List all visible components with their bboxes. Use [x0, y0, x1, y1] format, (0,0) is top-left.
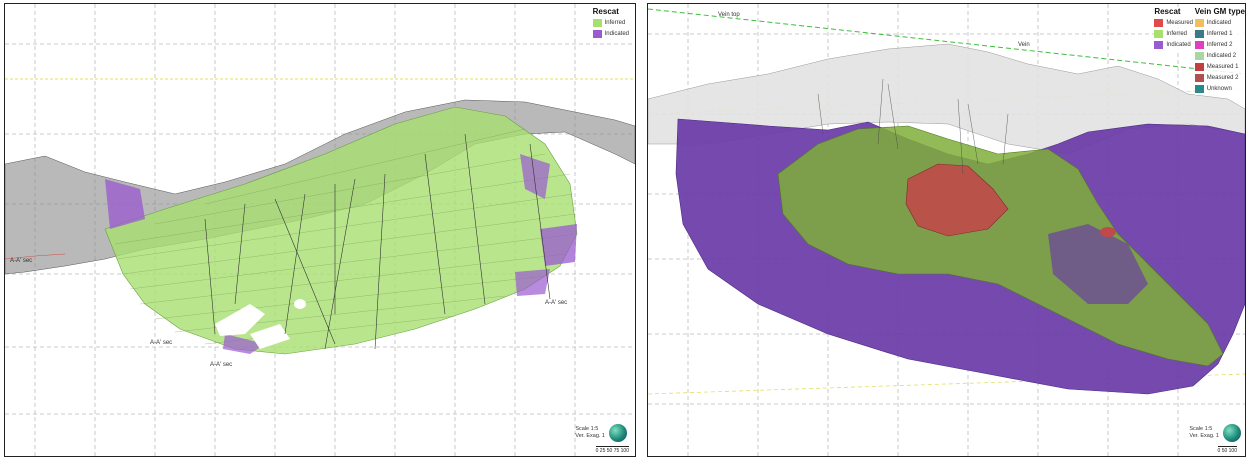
- terrain-surface: [648, 43, 1245, 155]
- legend-title: Rescat: [592, 7, 619, 16]
- legend-swatch: [592, 19, 602, 27]
- drillhole-label-4: A-A' sec: [10, 258, 32, 264]
- legend-label: Indicated: [1206, 20, 1232, 26]
- legend-label: Indicated: [1166, 42, 1191, 48]
- legend-item: Measured: [1154, 18, 1193, 28]
- void-2: [250, 324, 290, 349]
- drillhole-label-2: A-A' sec: [210, 362, 232, 368]
- legend-swatch: [1154, 30, 1164, 38]
- legend-item: Unknown: [1194, 84, 1245, 94]
- legend-label: Measured 1: [1206, 64, 1239, 70]
- legend-swatch: [1154, 41, 1164, 49]
- inferred-orebody: [104, 106, 578, 355]
- left-3d-viewport[interactable]: A-A' sec A-A' sec A-A' sec A-A' sec Resc…: [4, 3, 636, 457]
- orientation-globe-icon[interactable]: [1223, 424, 1241, 442]
- legend-label: Inferred: [604, 20, 626, 26]
- legend-swatch: [1194, 30, 1204, 38]
- scale-line-2: Ver. Exag. 1: [1189, 433, 1219, 439]
- drillholes: [817, 78, 1009, 175]
- legend-item: Indicated: [592, 29, 629, 39]
- legend-label: Unknown: [1206, 86, 1232, 92]
- vein-top-line: [648, 8, 1245, 75]
- legend-label: Inferred 1: [1206, 31, 1233, 37]
- inferred-body: [777, 125, 1224, 367]
- vein-legend: Vein GM type Indicated Inferred 1 Inferr…: [1194, 7, 1245, 95]
- void-3: [294, 299, 306, 309]
- legend-item: Indicated: [1194, 18, 1245, 28]
- measured-body: [905, 163, 1009, 237]
- left-legend: Rescat Inferred Indicated: [592, 7, 629, 40]
- legend-swatch: [592, 30, 602, 38]
- legend-label: Inferred: [1166, 31, 1187, 37]
- indicated-patch-5: [223, 334, 265, 354]
- left-scene: A-A' sec A-A' sec A-A' sec A-A' sec: [5, 4, 635, 456]
- legend-swatch: [1194, 52, 1204, 60]
- legend-label: Indicated: [604, 31, 629, 37]
- legend-label: Indicated 2: [1206, 53, 1237, 59]
- drillhole-label-3: A-A' sec: [545, 300, 567, 306]
- scale-text: Scale 1:5 Ver. Exag. 1: [575, 426, 605, 440]
- legend-title: Rescat: [1154, 7, 1181, 16]
- scale-line-1: Scale 1:5: [575, 426, 599, 432]
- indicated-patch-2: [520, 154, 550, 199]
- legend-item: Inferred 1: [1194, 29, 1245, 39]
- legend-item: Inferred: [1154, 29, 1193, 39]
- legend-swatch: [1154, 19, 1164, 27]
- right-scale-bar: 0 50 100: [1217, 446, 1237, 454]
- legend-item: Indicated 2: [1194, 51, 1245, 61]
- legend-item: Measured 2: [1194, 73, 1245, 83]
- legend-item: Inferred: [592, 18, 629, 28]
- drillhole-label-1: A-A' sec: [150, 340, 172, 346]
- right-scene: Vein top Vein: [648, 4, 1245, 456]
- legend-item: Indicated: [1154, 40, 1193, 50]
- left-scale-bar: 0 25 50 75 100: [595, 446, 629, 454]
- section-line: [5, 253, 66, 260]
- vein-top-label: Vein top: [718, 12, 740, 18]
- legend-label: Measured: [1166, 20, 1193, 26]
- scale-text: Scale 1:5 Ver. Exag. 1: [1189, 426, 1219, 440]
- legend-swatch: [1194, 19, 1204, 27]
- mesh-hatching: [114, 128, 576, 345]
- legend-title: Vein GM type: [1194, 7, 1245, 16]
- indicated-patch-1: [105, 179, 145, 229]
- indicated-patch-4: [515, 269, 550, 296]
- legend-swatch: [1194, 63, 1204, 71]
- void-1: [215, 304, 265, 336]
- left-scale-widget: Scale 1:5 Ver. Exag. 1: [575, 424, 627, 442]
- rescat-legend: Rescat Measured Inferred Indicated: [1154, 7, 1193, 51]
- right-scale-widget: Scale 1:5 Ver. Exag. 1: [1189, 424, 1241, 442]
- orientation-globe-icon[interactable]: [609, 424, 627, 442]
- legend-item: Inferred 2: [1194, 40, 1245, 50]
- legend-label: Inferred 2: [1206, 42, 1233, 48]
- scale-line-2: Ver. Exag. 1: [575, 433, 605, 439]
- indicated-patch-3: [540, 224, 577, 266]
- drillholes: [204, 133, 551, 350]
- legend-item: Measured 1: [1194, 62, 1245, 72]
- measured-patch: [1100, 227, 1116, 237]
- legend-swatch: [1194, 41, 1204, 49]
- vein-label: Vein: [1018, 42, 1030, 48]
- scale-line-1: Scale 1:5: [1189, 426, 1213, 432]
- right-3d-viewport[interactable]: Vein top Vein Rescat Measured Inferred I…: [647, 3, 1246, 457]
- indicated-overlap: [1048, 224, 1148, 304]
- legend-label: Measured 2: [1206, 75, 1239, 81]
- legend-swatch: [1194, 74, 1204, 82]
- legend-swatch: [1194, 85, 1204, 93]
